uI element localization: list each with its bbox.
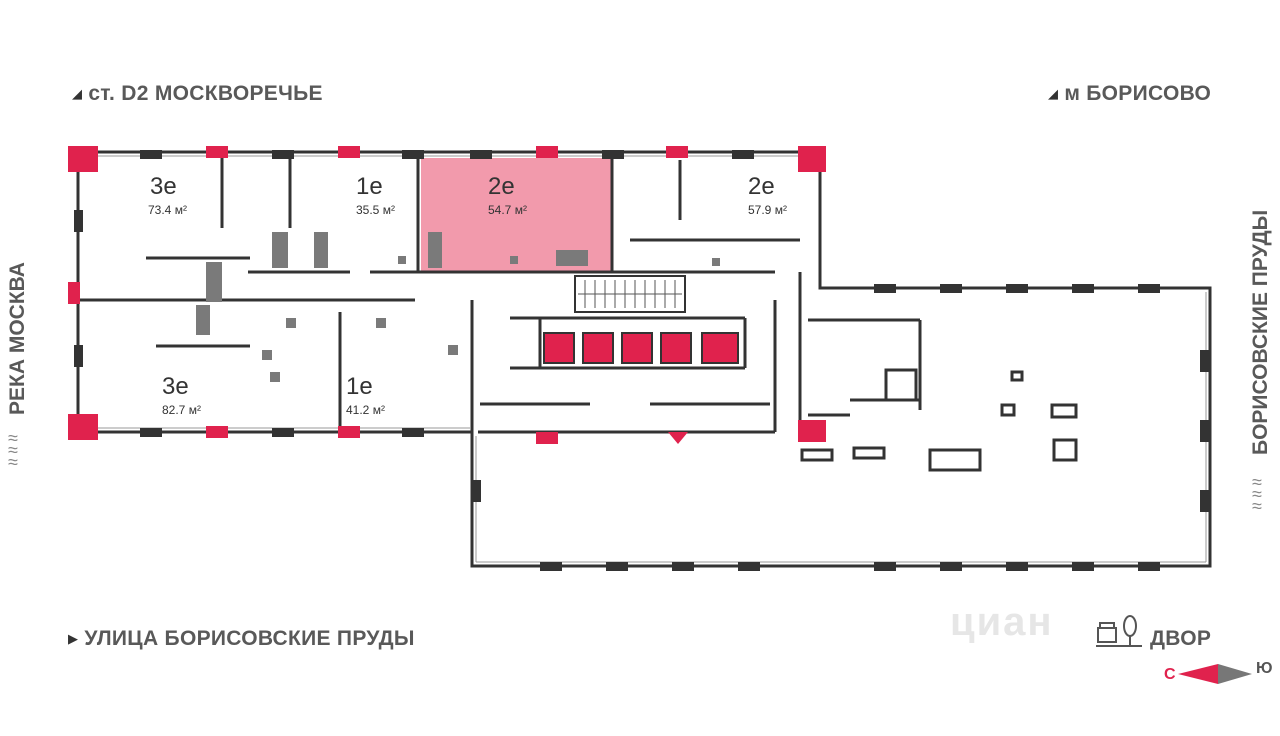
interior-walls <box>78 156 922 434</box>
waves-icon: ≈≈≈ <box>1252 472 1262 516</box>
triangle-icon: ◢ <box>1048 86 1059 101</box>
label-yard: ДВОР <box>1150 627 1212 650</box>
watermark: циан <box>950 600 1054 644</box>
elevators <box>543 332 739 364</box>
apartment-labels: 3е 73.4 м² 1е 35.5 м² 2е 54.7 м² 2е 57.9… <box>148 173 787 417</box>
apt-type: 3е <box>162 373 189 400</box>
apt-type: 2е <box>488 173 515 200</box>
label-metro: ◢м БОРИСОВО <box>1048 82 1212 105</box>
apt-area: 41.2 м² <box>346 403 385 417</box>
fixtures <box>196 232 720 382</box>
waves-icon: ≈≈≈ <box>8 428 18 472</box>
accent-pillars <box>68 146 826 444</box>
compass: С Ю <box>1160 660 1273 690</box>
staircase <box>574 275 686 313</box>
label-street: ▶УЛИЦА БОРИСОВСКИЕ ПРУДЫ <box>68 627 415 650</box>
apt-type: 2е <box>748 173 775 200</box>
compass-south: С <box>1164 666 1176 683</box>
apt-type: 1е <box>346 373 373 400</box>
apt-type: 3е <box>150 173 177 200</box>
apt-area: 82.7 м² <box>162 403 201 417</box>
compass-north: Ю <box>1256 660 1273 677</box>
apt-area: 73.4 м² <box>148 203 187 217</box>
apt-area: 57.9 м² <box>748 203 787 217</box>
triangle-icon: ▶ <box>68 631 79 646</box>
compass-arrow-icon <box>1178 664 1252 684</box>
triangle-icon: ◢ <box>72 86 83 101</box>
yard-icon <box>1096 615 1142 647</box>
apt-area: 35.5 м² <box>356 203 395 217</box>
apt-type: 1е <box>356 173 383 200</box>
apt-area: 54.7 м² <box>488 203 527 217</box>
commercial-objects <box>800 368 1078 472</box>
columns <box>74 150 1209 571</box>
label-station: ◢ст. D2 МОСКВОРЕЧЬЕ <box>72 82 323 105</box>
